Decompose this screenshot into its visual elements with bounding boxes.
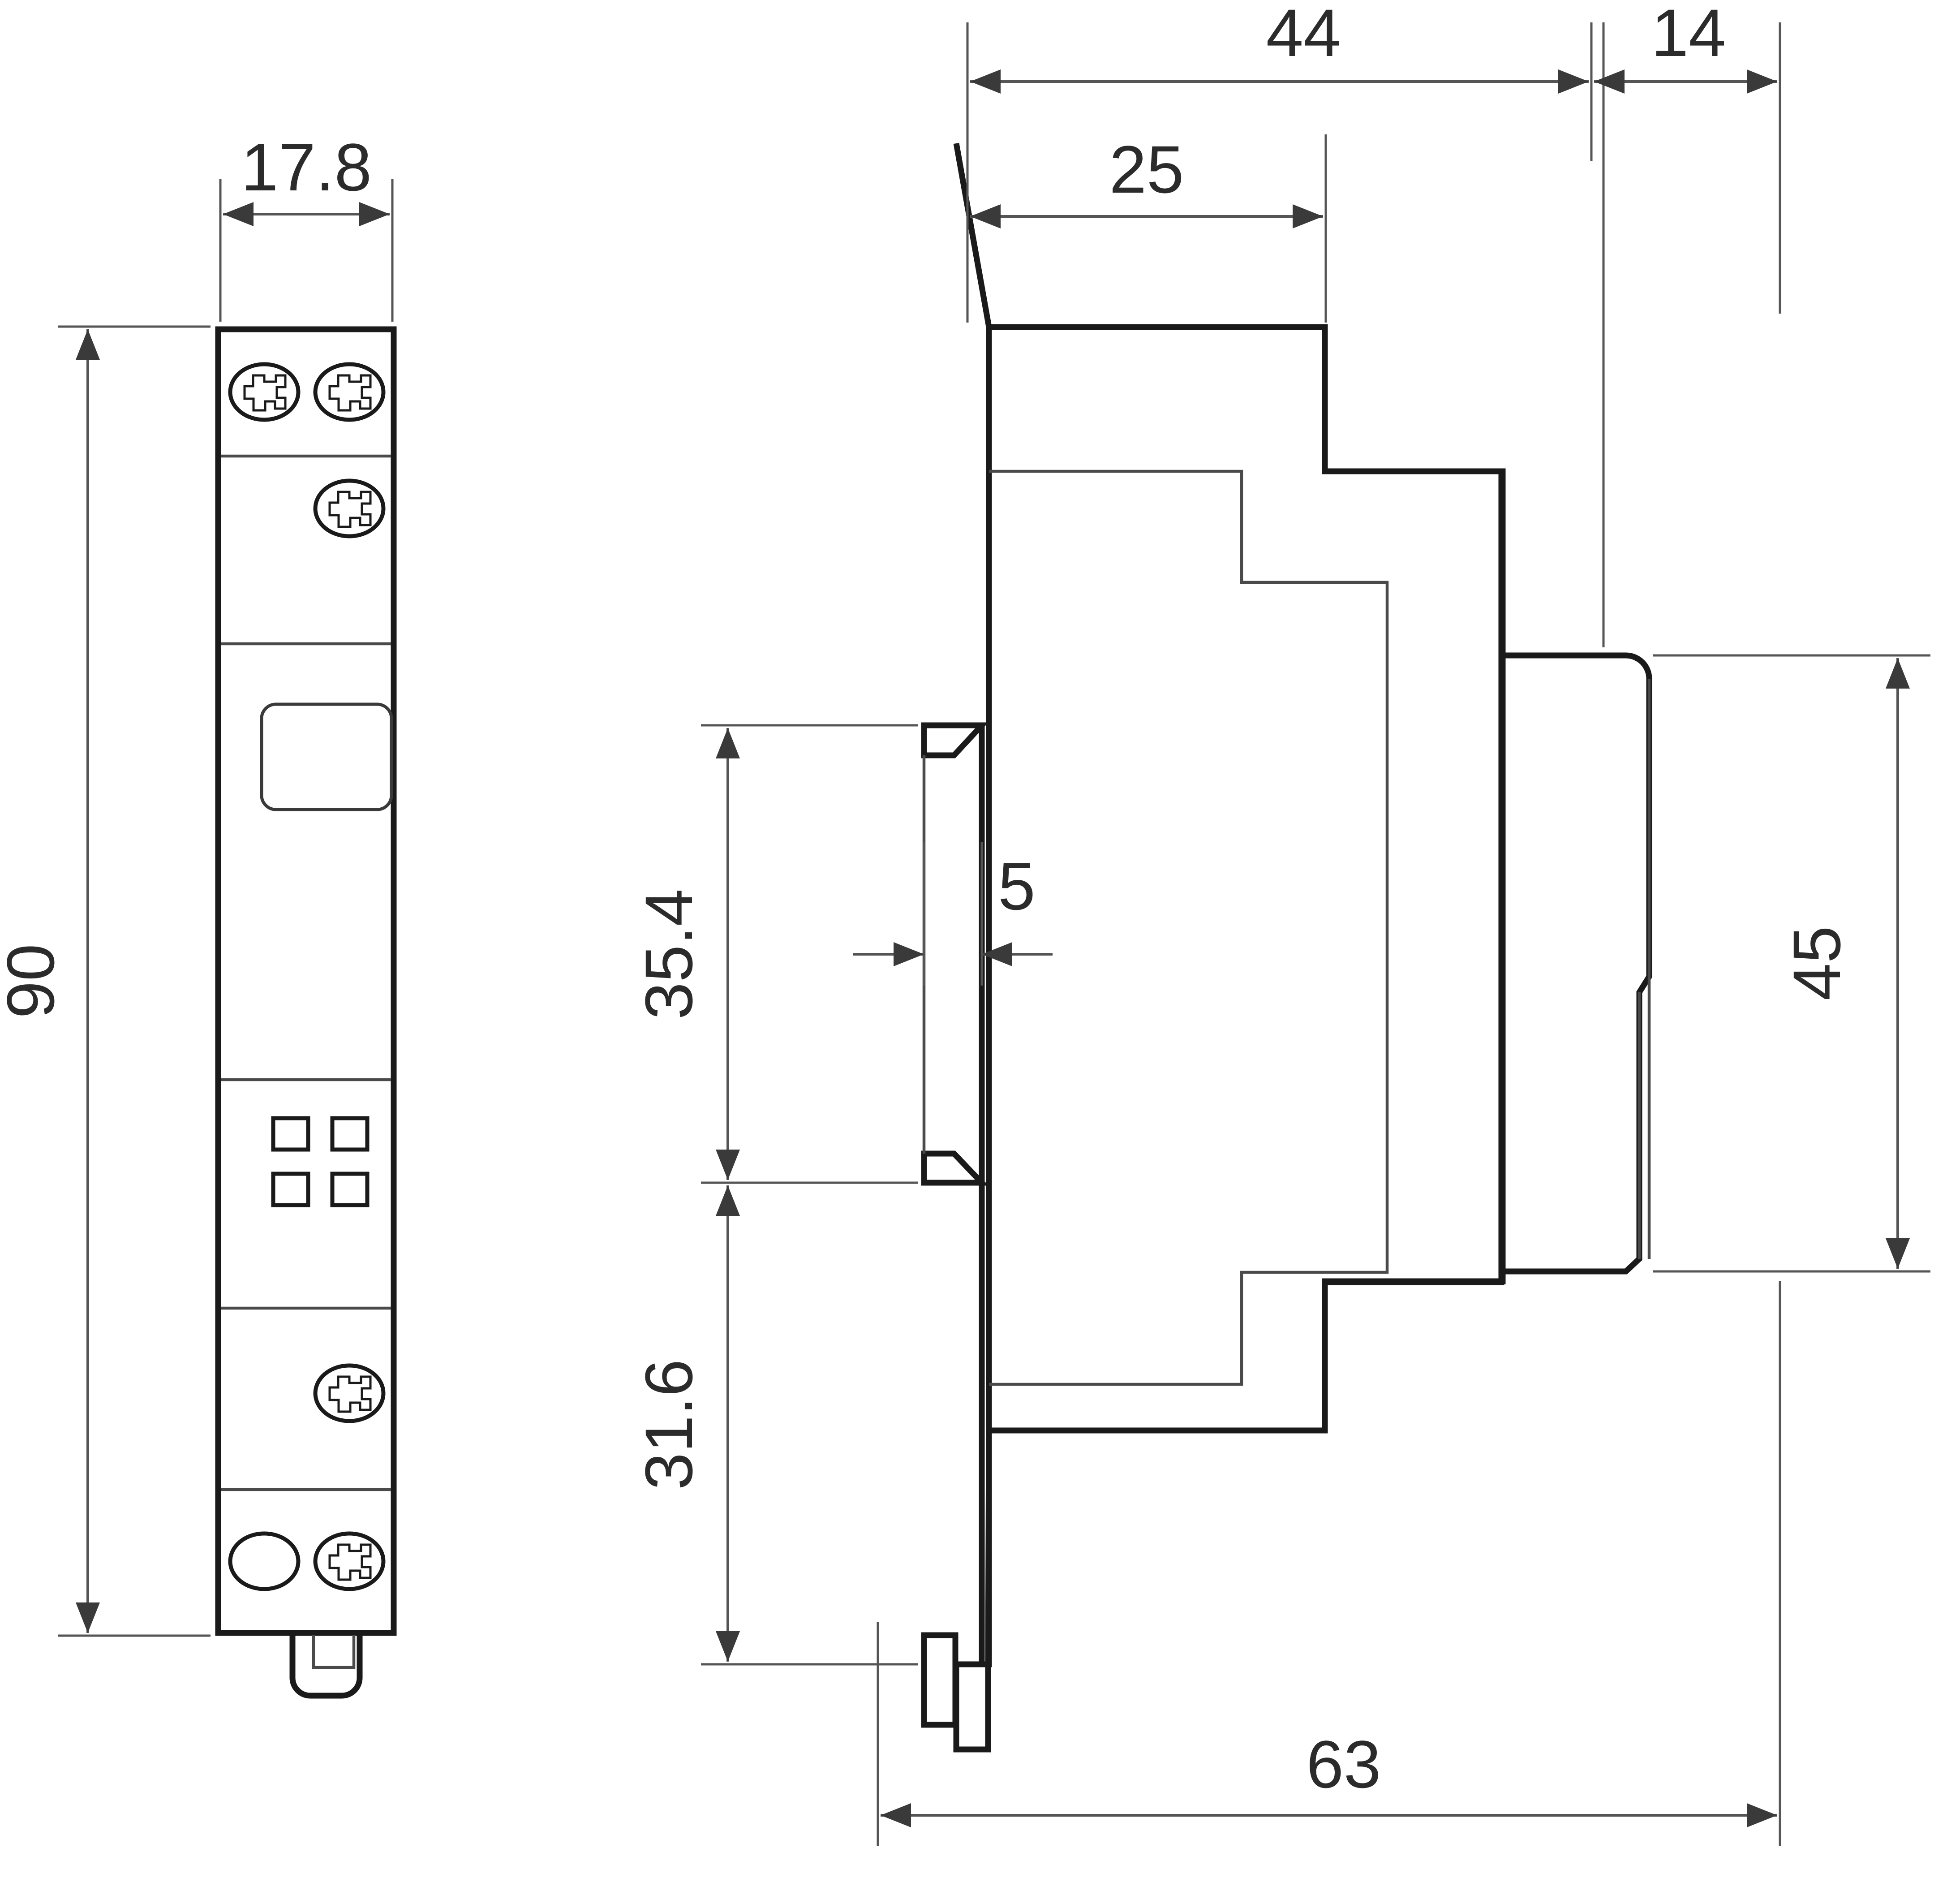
right-terminal-cover: [1503, 652, 1652, 1275]
dim-label-25: 25: [1109, 132, 1184, 207]
front-housing-outline: [215, 326, 397, 1636]
screw-top-right: [313, 362, 386, 422]
button-top-right[interactable]: [330, 1116, 370, 1152]
dim-label-63: 63: [1307, 1727, 1381, 1802]
dim-label-35-4: 35.4: [631, 889, 706, 1020]
dim-label-44: 44: [1266, 0, 1341, 70]
front-section-dividers: [221, 454, 391, 1491]
screw-lower-right: [313, 1363, 386, 1423]
led-indicator: [228, 1531, 301, 1591]
button-top-left[interactable]: [271, 1116, 310, 1152]
lcd-display: [260, 702, 393, 811]
side-inner-step-outline: [989, 470, 1389, 1386]
side-outer-silhouette: [986, 324, 1506, 1434]
dim-label-front-width: 17.8: [241, 129, 372, 205]
dim-label-45: 45: [1779, 926, 1854, 1001]
button-bottom-right[interactable]: [330, 1172, 370, 1207]
dim-label-front-height: 90: [0, 944, 68, 1019]
dim-label-5: 5: [998, 849, 1035, 924]
dim-label-31-6: 31.6: [631, 1359, 706, 1490]
screw-bottom-right: [313, 1531, 386, 1591]
din-rail-clip: [289, 1635, 363, 1699]
screw-top-left: [228, 362, 301, 422]
dim-label-14: 14: [1651, 0, 1726, 70]
front-view: [215, 326, 397, 1699]
side-view-dimensions: 44 14 25 5 35.4 31.6 45 63: [631, 0, 1930, 1846]
bottom-release-tab: [921, 1632, 959, 1728]
front-view-dimensions: 17.8 90: [0, 129, 394, 1637]
button-bottom-left[interactable]: [271, 1172, 310, 1207]
screw-second-right: [313, 478, 386, 538]
